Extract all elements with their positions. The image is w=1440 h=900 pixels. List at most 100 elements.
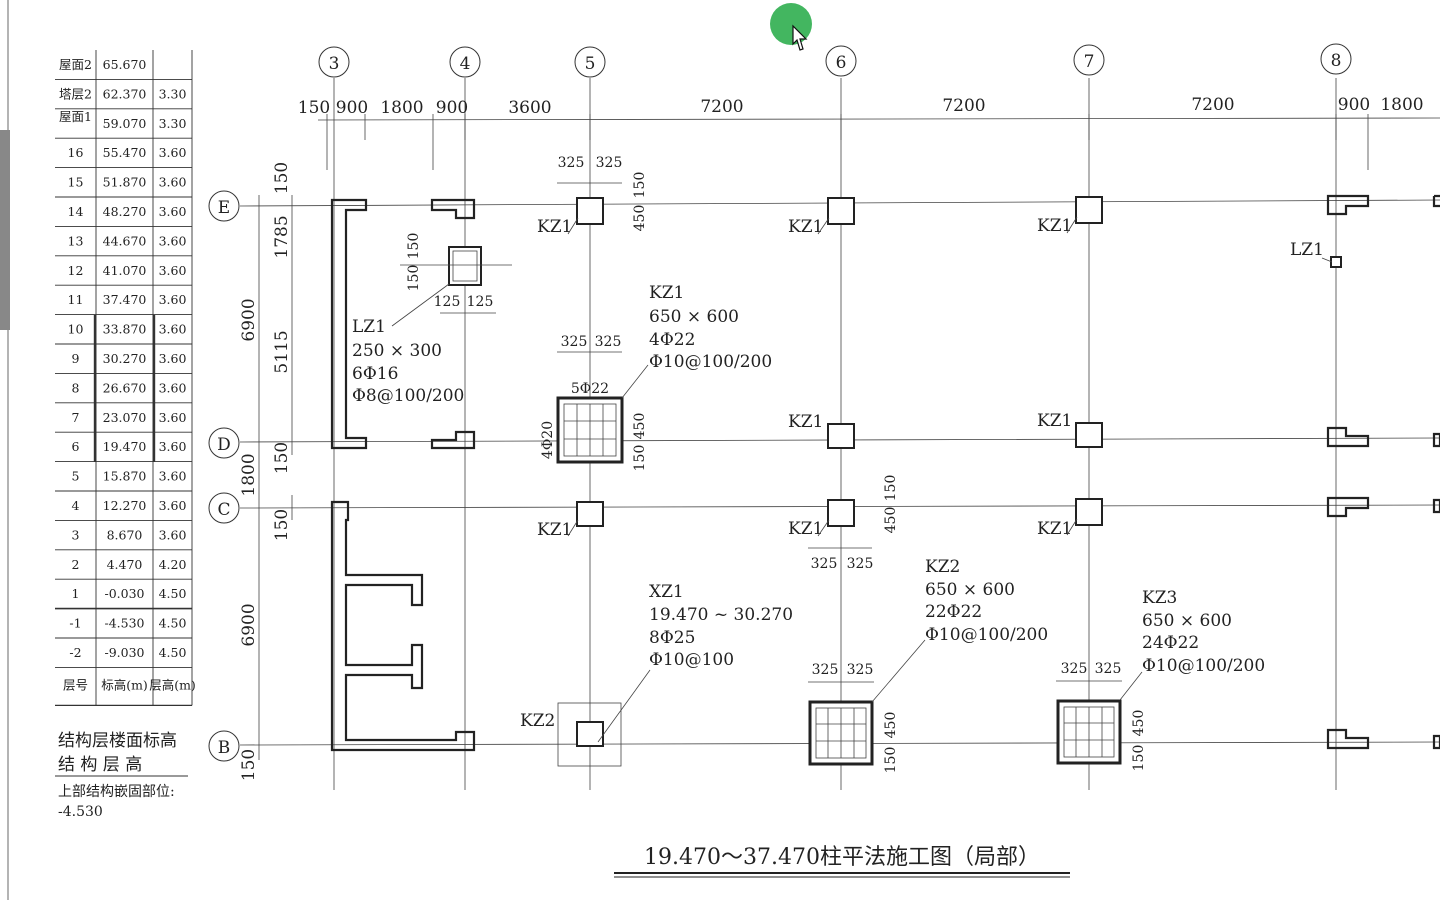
kz2-section-detail: 325 325 450 150 — [808, 639, 926, 773]
label-kz1-7C: KZ1 — [1037, 519, 1072, 539]
kz1-size: 650 × 600 — [649, 307, 739, 327]
left-dimension-chain: 6900 1800 6900 150 1785 5115 150 150 150 — [239, 162, 293, 781]
floor-height: 3.60 — [159, 204, 187, 219]
xz1-range: 19.470 ~ 30.270 — [649, 605, 793, 625]
axis-E: E — [218, 198, 230, 218]
label-kz1-7D: KZ1 — [1037, 411, 1072, 431]
floor-height: 3.60 — [159, 439, 187, 454]
floor-height: 3.60 — [159, 233, 187, 248]
shear-wall-upper — [330, 198, 476, 450]
dim-7200c: 7200 — [1191, 95, 1234, 115]
axis-C: C — [217, 500, 230, 520]
kz1-dim-150: 150 — [632, 445, 648, 472]
lz1-dim-150a: 150 — [406, 233, 422, 260]
table-caption-1: 结构层楼面标高 — [58, 731, 177, 751]
floor-elevation: 15.870 — [103, 469, 147, 484]
dim-450-5E: 450 — [632, 205, 648, 232]
kz1-annotation: KZ1 650 × 600 4Φ22 Φ10@100/200 — [649, 283, 772, 372]
kz1-dim-325b: 325 — [595, 334, 622, 350]
floor-elevation: 62.370 — [103, 86, 147, 101]
dim-6900b: 6900 — [239, 603, 259, 646]
floor-name: 12 — [68, 263, 84, 278]
floor-elevation: -0.030 — [104, 586, 144, 601]
header-elevation: 标高(m) — [101, 677, 148, 692]
floor-name: 3 — [72, 527, 80, 542]
header-height: 层高(m) — [149, 677, 196, 692]
floor-height: 3.60 — [159, 380, 187, 395]
column-6C: KZ1 325 325 150 450 — [788, 475, 899, 572]
kz3-stirrups: Φ10@100/200 — [1142, 656, 1265, 676]
label-lz1-8: LZ1 — [1290, 240, 1324, 260]
kz2-main-bars: 22Φ22 — [925, 602, 982, 622]
dim-325-6C-a: 325 — [811, 556, 838, 572]
floor-height: 3.60 — [159, 527, 187, 542]
dim-900c: 900 — [1338, 95, 1370, 115]
floor-name: 15 — [68, 175, 84, 190]
floor-elevation: 59.070 — [103, 116, 147, 131]
shear-wall-lower — [330, 500, 476, 752]
table-note-1: 上部结构嵌固部位: — [58, 784, 175, 800]
hand-cursor-icon — [792, 24, 808, 51]
kz3-size: 650 × 600 — [1142, 611, 1232, 631]
floor-elevation: 12.270 — [103, 498, 147, 513]
kz3-dim-325b: 325 — [1095, 661, 1122, 677]
axis-bubbles-left: E D C B — [208, 190, 240, 762]
dim-900b: 900 — [436, 98, 468, 118]
floor-height: 3.60 — [159, 322, 187, 337]
floor-name: 9 — [72, 351, 80, 366]
label-kz1-5C: KZ1 — [537, 520, 572, 540]
label-kz1-6C: KZ1 — [788, 519, 823, 539]
lz1-name: LZ1 — [352, 317, 386, 337]
floor-name: 2 — [72, 557, 80, 572]
column-5E: KZ1 325 325 150 450 — [537, 155, 648, 237]
floor-name: 屋面1 — [59, 109, 92, 124]
dim-150-6C: 150 — [883, 475, 899, 502]
dim-150-5E: 150 — [632, 172, 648, 199]
kz1-name: KZ1 — [649, 283, 684, 303]
column-6D: KZ1 — [788, 412, 855, 449]
axis-4: 4 — [460, 54, 471, 74]
dim-1800a: 1800 — [380, 98, 423, 118]
drawing-title: 19.470～37.470柱平法施工图（局部） — [644, 845, 1040, 870]
mouse-cursor — [770, 3, 812, 51]
floor-name: 4 — [72, 498, 80, 513]
dim-150: 150 — [298, 98, 330, 118]
floor-elevation: 41.070 — [103, 263, 147, 278]
floor-name: 14 — [68, 204, 84, 219]
floor-name: 6 — [72, 439, 80, 454]
floor-elevation: -9.030 — [104, 645, 144, 660]
dim-325-a: 325 — [558, 155, 585, 171]
floor-height: 3.60 — [159, 292, 187, 307]
lz1-size: 250 × 300 — [352, 341, 442, 361]
label-kz1-6E: KZ1 — [788, 217, 823, 237]
kz3-dim-450: 450 — [1131, 710, 1147, 737]
column-6E: KZ1 — [788, 197, 855, 237]
kz2-dim-325a: 325 — [812, 662, 839, 678]
column-5C: KZ1 — [537, 501, 604, 540]
kz3-dim-325a: 325 — [1061, 661, 1088, 677]
floor-elevation: 26.670 — [103, 380, 147, 395]
dim-150-d: 150 — [272, 442, 292, 474]
floor-elevation: 30.270 — [103, 351, 147, 366]
kz2-name: KZ2 — [925, 557, 960, 577]
axis-6: 6 — [836, 53, 847, 73]
floor-height: 4.50 — [159, 586, 187, 601]
floor-name: 屋面2 — [59, 57, 92, 72]
axis-bubbles-top: 3 4 5 6 7 8 — [318, 43, 1352, 78]
kz1-side-bars: 4Φ20 — [540, 421, 556, 459]
kz1-main-bars: 4Φ22 — [649, 330, 695, 350]
table-caption-2: 结 构 层 高 — [58, 755, 142, 775]
lz1-dim-150b: 150 — [406, 265, 422, 292]
table-note-2: -4.530 — [58, 804, 103, 820]
label-kz1-7E: KZ1 — [1037, 216, 1072, 236]
lz1-column-detail: 150 150 125 125 — [400, 233, 512, 314]
floor-elevation: 65.670 — [103, 57, 147, 72]
floor-height: 3.60 — [159, 175, 187, 190]
floor-name: 10 — [68, 322, 84, 337]
kz1-section-detail: 325 325 5Φ22 4Φ20 450 150 — [540, 334, 649, 472]
lz1-main-bars: 6Φ16 — [352, 364, 398, 384]
kz2-annotation: KZ2 650 × 600 22Φ22 Φ10@100/200 — [925, 557, 1048, 645]
axis-5: 5 — [585, 54, 596, 74]
floor-height: 3.60 — [159, 469, 187, 484]
